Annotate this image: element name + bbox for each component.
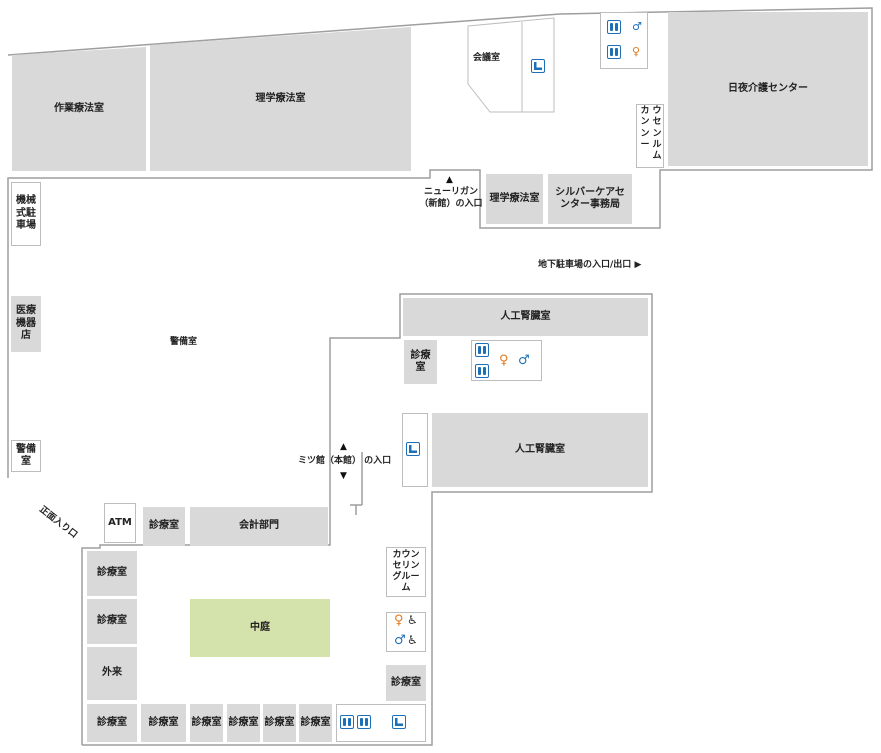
room-label: 理学療法室 xyxy=(255,92,306,104)
room-accounting: 会計部門 xyxy=(190,507,328,546)
room-physical-therapy: 理学療法室 xyxy=(150,27,411,171)
stairs-icon xyxy=(531,59,545,73)
room-label: 警備室 xyxy=(16,443,36,468)
female-icon: ♀ xyxy=(394,613,404,628)
room-label: カウンセリングルーム xyxy=(392,549,420,594)
room-counseling-1 xyxy=(636,104,664,168)
room-clinic-bottom-6: 診療室 xyxy=(299,704,332,742)
restroom-block-3 xyxy=(386,612,426,652)
main-wing-entrance-label: ミツ館（本館） の入口 xyxy=(298,456,392,466)
room-label: 診療室 xyxy=(410,349,431,374)
room-label: 作業療法室 xyxy=(54,102,104,114)
room-clinic-b: 診療室 xyxy=(143,507,185,546)
room-label: 外来 xyxy=(102,667,122,679)
arrow-up-icon: ▲ xyxy=(340,442,347,452)
room-label: 診療室 xyxy=(300,716,331,728)
room-label: 日夜介護センター xyxy=(728,82,808,94)
room-label: 診療室 xyxy=(97,567,127,579)
new-wing-entrance-label: ニューリガン（新館）の入口 xyxy=(419,187,483,210)
courtyard: 中庭 xyxy=(190,599,330,657)
wheelchair-icon: ♿ xyxy=(407,633,418,647)
counseling-col-b: ウセンルム xyxy=(652,106,662,161)
wheelchair-icon: ♿ xyxy=(407,613,418,627)
room-clinic-bottom-5: 診療室 xyxy=(263,704,296,742)
stairs-icon xyxy=(392,715,406,729)
guard-room-main-label: 警備室 xyxy=(170,337,198,347)
room-counseling-2: カウンセリングルーム xyxy=(386,547,426,597)
toilet-icon xyxy=(607,45,621,59)
room-clinic-left-1: 診療室 xyxy=(87,551,137,596)
stairs-icon xyxy=(406,442,420,456)
female-icon: ♀ xyxy=(499,353,509,368)
room-silver-care-office: シルバーケアセンター事務局 xyxy=(548,174,632,224)
toilet-icon xyxy=(475,364,489,378)
toilet-icon xyxy=(357,715,371,729)
room-mechanical-parking: 機械式駐車場 xyxy=(11,182,41,246)
toilet-icon xyxy=(607,20,621,34)
arrow-down-icon: ▼ xyxy=(340,471,347,481)
room-label: ATM xyxy=(108,516,132,528)
room-label: 機械式駐車場 xyxy=(16,195,36,232)
room-clinic-bottom-3: 診療室 xyxy=(190,704,223,742)
toilet-icon xyxy=(475,343,489,357)
restroom-block-2 xyxy=(471,340,542,381)
room-dialysis-2: 人工腎臓室 xyxy=(432,413,648,487)
room-clinic-a: 診療室 xyxy=(404,340,437,384)
arrow-up-icon: ▲ xyxy=(446,175,453,185)
room-label: 理学療法室 xyxy=(489,192,540,204)
room-medical-store: 医療機器店 xyxy=(11,296,41,352)
meeting-room-label: 会議室 xyxy=(473,53,501,63)
toilet-icon xyxy=(340,715,354,729)
room-label: 人工腎臓室 xyxy=(500,310,551,322)
male-icon: ♂ xyxy=(394,633,406,648)
underground-parking-label: 地下駐車場の入口/出口 ▶ xyxy=(538,260,642,270)
room-label: 診療室 xyxy=(148,716,179,728)
room-label: 診療室 xyxy=(191,716,222,728)
room-label: 会計部門 xyxy=(239,520,279,532)
room-label: シルバーケアセンター事務局 xyxy=(555,186,625,211)
female-icon: ♀ xyxy=(632,45,641,58)
room-label: 診療室 xyxy=(391,676,421,688)
room-label: 人工腎臓室 xyxy=(515,443,565,455)
room-clinic-bottom-2: 診療室 xyxy=(141,704,186,742)
room-label: 診療室 xyxy=(149,520,179,532)
room-clinic-bottom-4: 診療室 xyxy=(227,704,260,742)
room-label: 診療室 xyxy=(264,716,295,728)
room-occupational-therapy: 作業療法室 xyxy=(12,47,146,171)
room-label: 医療機器店 xyxy=(16,305,36,342)
arrow-right-icon: ▶ xyxy=(634,260,642,270)
room-physical-therapy-2: 理学療法室 xyxy=(486,174,543,224)
counseling-col-a: カンンー xyxy=(640,106,650,150)
atm: ATM xyxy=(104,503,136,543)
room-guard-small: 警備室 xyxy=(11,440,41,472)
male-icon: ♂ xyxy=(632,20,642,33)
room-day-night-care: 日夜介護センター xyxy=(668,12,868,166)
room-clinic-bottom-1: 診療室 xyxy=(87,704,137,742)
room-label: 診療室 xyxy=(228,716,259,728)
room-dialysis-1: 人工腎臓室 xyxy=(403,298,648,336)
room-clinic-right: 診療室 xyxy=(386,665,426,701)
room-label: 診療室 xyxy=(97,615,127,627)
room-outpatient: 外来 xyxy=(87,647,137,700)
room-label: 診療室 xyxy=(97,716,127,728)
room-clinic-left-2: 診療室 xyxy=(87,599,137,644)
room-label: 中庭 xyxy=(250,621,270,633)
male-icon: ♂ xyxy=(518,353,530,368)
